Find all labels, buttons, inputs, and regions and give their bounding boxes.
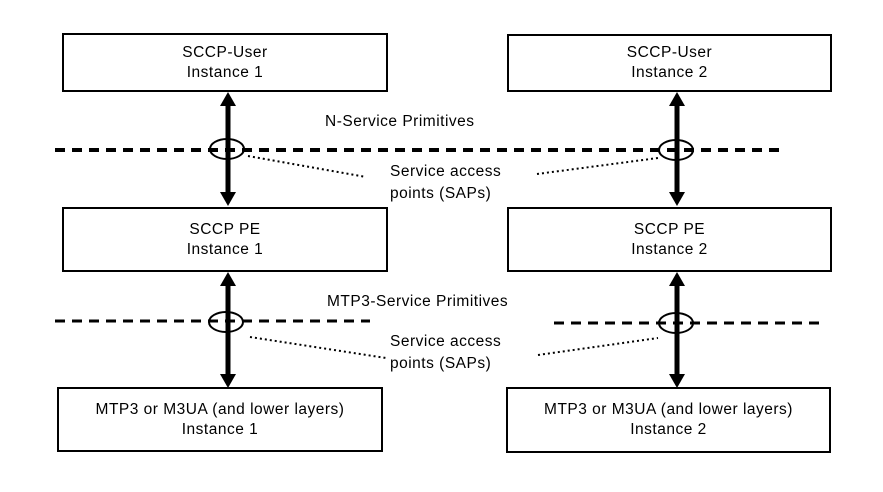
box-title: SCCP PE — [189, 220, 261, 238]
box-instance: Instance 1 — [186, 240, 264, 258]
sap-ellipse-lower-2 — [658, 312, 694, 334]
box-instance: Instance 2 — [631, 64, 708, 81]
label-mtp3-service-primitives: MTP3-Service Primitives — [327, 293, 509, 310]
box-instance: Instance 2 — [631, 240, 708, 258]
sap-leader-line-lower-left — [249, 336, 387, 359]
sap-leader-line-upper-right — [536, 157, 659, 175]
sap-ellipse-upper-2 — [658, 139, 694, 161]
label-service-access-points-upper: Service access points (SAPs) — [390, 161, 501, 205]
label-n-service-primitives: N-Service Primitives — [325, 113, 475, 130]
box-title: MTP3 or M3UA (and lower layers) — [95, 400, 345, 418]
sap-ellipse-upper-1 — [209, 138, 245, 160]
box-title: SCCP PE — [633, 220, 706, 238]
box-title: SCCP-User — [626, 44, 713, 61]
box-sccp-pe-instance-2: SCCP PE Instance 2 — [507, 207, 832, 272]
box-sccp-user-instance-1: SCCP-User Instance 1 — [62, 33, 388, 92]
label-line: Service access — [390, 333, 502, 350]
sap-ellipse-lower-1 — [208, 311, 244, 333]
box-title: MTP3 or M3UA (and lower layers) — [544, 401, 793, 418]
box-mtp3-m3ua-instance-1: MTP3 or M3UA (and lower layers) Instance… — [57, 387, 383, 452]
sap-leader-line-lower-right — [537, 337, 659, 356]
box-instance: Instance 2 — [630, 421, 707, 438]
box-title: SCCP-User — [182, 43, 268, 61]
double-arrow-sccp-user-1-sccp-pe-1 — [220, 92, 236, 206]
label-line: points (SAPs) — [390, 355, 492, 372]
double-arrow-sccp-pe-2-mtp3-2 — [669, 272, 685, 388]
sap-leader-line-upper-left — [247, 155, 367, 178]
label-service-access-points-lower: Service access points (SAPs) — [390, 331, 501, 375]
label-line: Service access — [390, 163, 502, 180]
box-mtp3-m3ua-instance-2: MTP3 or M3UA (and lower layers) Instance… — [506, 387, 831, 453]
label-line: points (SAPs) — [390, 185, 492, 202]
double-arrow-sccp-pe-1-mtp3-1 — [220, 272, 236, 388]
box-instance: Instance 1 — [186, 63, 264, 81]
double-arrow-sccp-user-2-sccp-pe-2 — [669, 92, 685, 206]
box-sccp-user-instance-2: SCCP-User Instance 2 — [507, 34, 832, 92]
box-sccp-pe-instance-1: SCCP PE Instance 1 — [62, 207, 388, 272]
box-instance: Instance 1 — [181, 420, 259, 438]
